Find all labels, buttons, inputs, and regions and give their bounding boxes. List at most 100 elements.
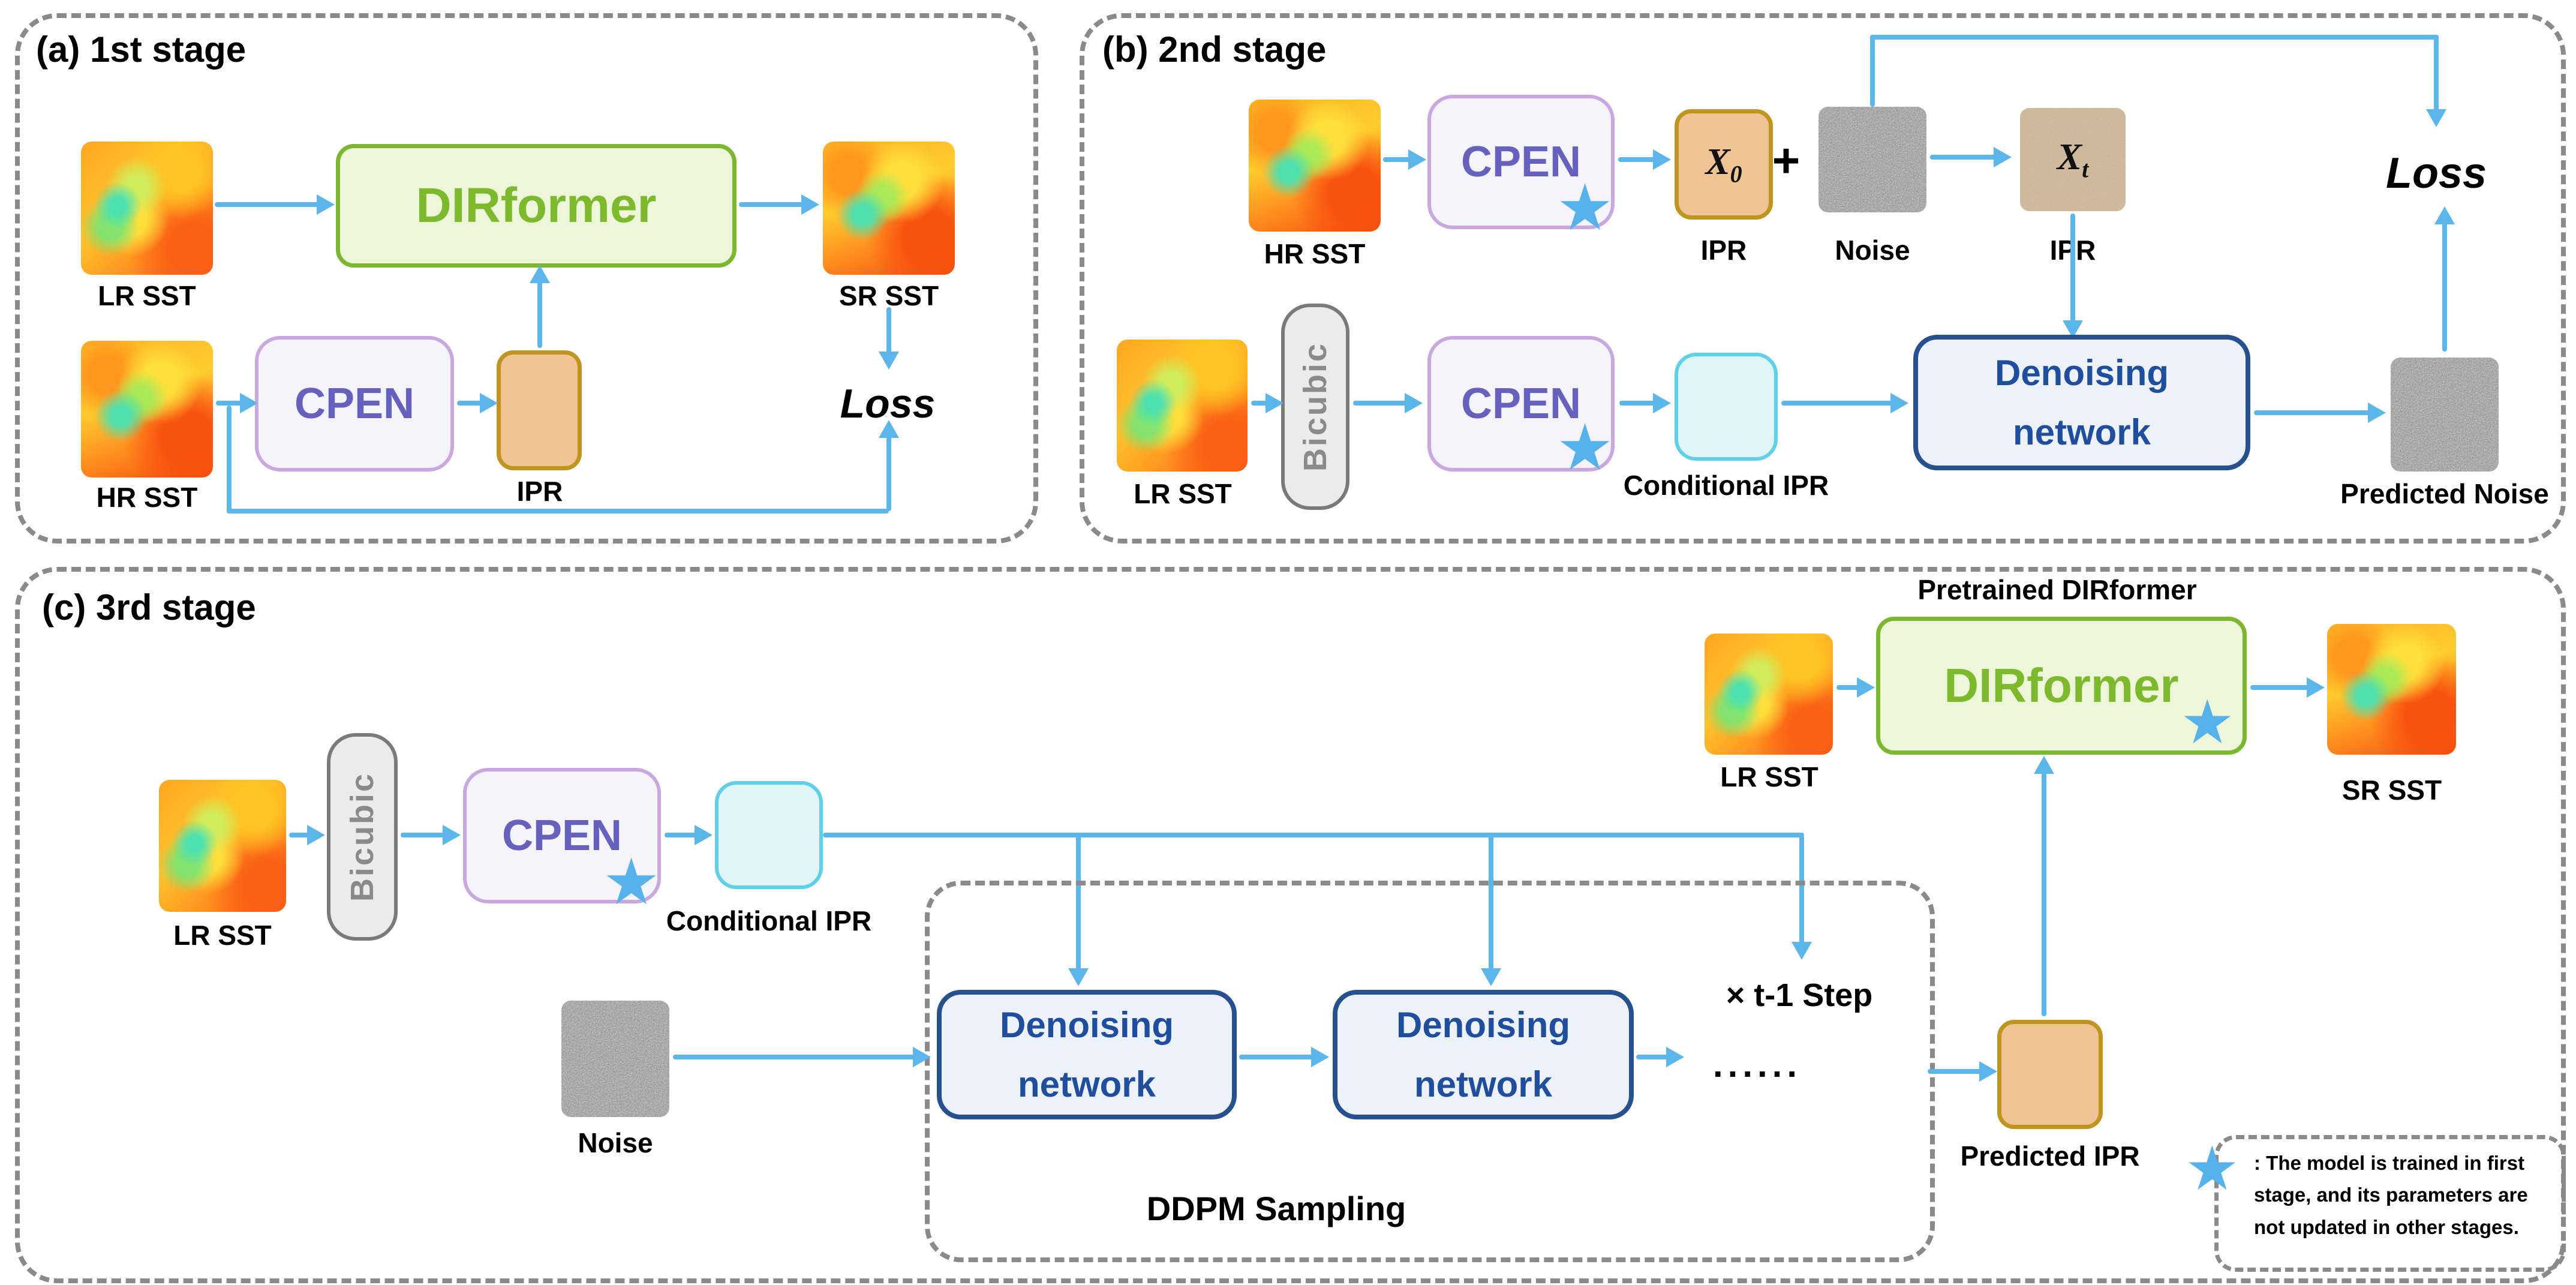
arrow-line-ipr-to-dirformer-a [537,280,542,348]
arrow-line-cpen-to-ipr-a [457,401,483,406]
cpen-box-b-bottom: CPEN [1427,336,1615,472]
conditional-ipr-box-c [715,781,823,889]
lr-sst-label-c-left: LR SST [173,920,272,951]
arrowhead-bicubic-to-cpen-b [1405,393,1423,413]
arrowhead-dirformer-to-sr-a [801,194,819,215]
cpen-box-b-top: CPEN [1427,95,1615,229]
arrowhead-ddpm-to-predipr-c [1979,1061,1997,1082]
dirformer-label-c: DIRformer [1944,659,2179,712]
legend-line-3: not updated in other stages. [2254,1215,2519,1238]
loop-line-up-a [886,430,891,511]
arrow-line-lr-to-bicubic-b [1251,401,1269,406]
xt-label-wrap: Xt [2020,108,2126,211]
arrow-line-noise-to-denoising1-c [673,1055,916,1059]
denoising-network-box-c2: Denoising network [1333,990,1634,1119]
arrowhead-prednoise-to-loss-b [2434,206,2455,224]
conditional-ipr-label-b: Conditional IPR [1623,470,1829,501]
bicubic-label-c: Bicubic [344,771,381,902]
panel-c-title: (c) 3rd stage [42,587,256,628]
sr-sst-image-a [823,142,955,275]
panel-b [1080,13,2566,544]
arrowhead-noise-to-denoising1-c [913,1047,931,1067]
noise-label-b: Noise [1835,235,1910,266]
x0-ipr-box-b: X0 [1675,109,1773,220]
legend-box [2214,1135,2566,1272]
lr-sst-image-c-left [159,780,286,912]
noise-image-c [561,1001,669,1117]
arrowhead-cpen-to-condipr-c [695,825,713,845]
t-step-label-c: × t-1 Step [1726,977,1873,1013]
ipr-label-b-x0: IPR [1700,235,1747,266]
condipr-rail-c [823,833,1804,837]
cpen-label-c: CPEN [501,812,623,860]
arrowhead-ipr-to-dirformer-a [530,265,550,283]
denoising-network-box-c1: Denoising network [937,990,1237,1119]
arrowhead-rail-to-loss-b [2426,109,2446,127]
bicubic-box-c: Bicubic [327,733,398,941]
cpen-label-b-bottom: CPEN [1460,380,1582,428]
arrowhead-denoising2-to-dots-c [1666,1047,1684,1067]
arrow-line-denoising1-to-denoising2-c [1239,1055,1315,1059]
denoising-label-b-line1: Denoising [1994,353,2169,393]
loss-label-a: Loss [840,381,936,427]
arrowhead-denoising1-to-denoising2-c [1311,1047,1329,1067]
arrow-line-lr-to-dirformer-c [1836,685,1860,690]
ddpm-sampling-label: DDPM Sampling [1146,1190,1406,1227]
denoising-label-c1-line2: network [1017,1064,1156,1104]
arrowhead-loop-to-loss-a [879,420,899,438]
rail-top-b [1870,35,2439,40]
arrowhead-noise-to-xt-b [1994,147,2012,167]
arrowhead-denoising-to-prednoise-b [2368,403,2386,423]
lr-sst-image-b [1117,340,1248,472]
cpen-box-a: CPEN [255,336,454,472]
rail-branch2-line-c [1489,835,1493,973]
lr-sst-image-c-right [1705,634,1833,755]
noise-label-c: Noise [578,1127,653,1158]
cpen-label-b-top: CPEN [1460,138,1582,186]
hr-sst-image-b [1249,100,1381,232]
cpen-label-a: CPEN [294,380,415,428]
arrow-line-xt-to-denoising-b [2070,214,2075,325]
arrow-line-lr-to-dirformer-a [215,202,320,207]
arrow-line-predipr-to-dirformer-c [2042,770,2046,1016]
ipr-box-a [497,350,582,470]
conditional-ipr-box-b [1675,353,1778,461]
xt-ipr-image-b: Xt [2020,108,2126,211]
ipr-label-a: IPR [516,476,563,507]
lr-sst-label-a: LR SST [98,280,196,311]
rail-down-to-loss-b [2434,35,2439,113]
conditional-ipr-label-c: Conditional IPR [666,905,872,936]
arrow-line-hr-to-cpen-a [216,401,245,406]
arrowhead-predipr-to-dirformer-c [2034,756,2054,774]
arrow-line-dirformer-to-sr-c [2250,685,2310,690]
arrowhead-cpen-to-condipr-b [1653,393,1671,413]
arrow-line-bicubic-to-cpen-b [1353,401,1408,406]
arrow-line-cpen-to-condipr-c [665,833,698,837]
rail-branch1-line-c [1076,835,1081,973]
arrow-line-lr-to-bicubic-c [289,833,311,837]
denoising-network-box-b: Denoising network [1913,335,2250,470]
arrow-line-hr-to-cpen-b [1383,157,1412,162]
arrowhead-cpen-to-ipr-a [480,393,498,413]
star-icon-legend: ★ [2188,1139,2237,1199]
denoising-label-c2-line2: network [1414,1064,1553,1104]
plus-sign-b: + [1772,134,1801,187]
lr-sst-label-c-right: LR SST [1720,761,1818,792]
panel-b-title: (b) 2nd stage [1102,29,1327,70]
arrowhead-branch3-c [1792,942,1812,960]
pretrained-dirformer-label-c: Pretrained DIRformer [1917,574,2197,605]
loss-label-b: Loss [2385,149,2487,197]
loop-line-down-a [227,406,232,514]
lr-sst-image-a [81,142,213,275]
noise-image-b [1818,107,1926,212]
star-icon-dirformer-c: ★ [2183,693,2232,753]
sr-sst-image-c [2327,624,2456,755]
arrow-line-condipr-to-denoising-b [1781,401,1894,406]
legend-line-1: : The model is trained in first [2254,1152,2525,1174]
arrow-line-cpen-to-condipr-b [1619,401,1657,406]
arrowhead-hr-to-cpen-a [240,393,258,413]
arrowhead-branch2-c [1481,968,1501,986]
arrow-line-ddpm-to-predipr-c [1928,1069,1983,1074]
dirformer-box-a: DIRformer [336,144,737,268]
